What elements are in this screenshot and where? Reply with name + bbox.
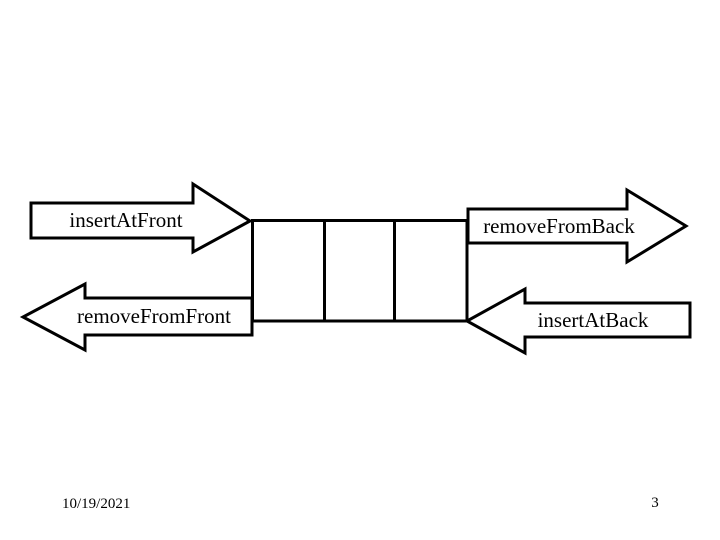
remove-from-front-arrow bbox=[19, 281, 254, 353]
insert-at-back-label: insertAtBack bbox=[538, 308, 649, 332]
insert-at-front-label: insertAtFront bbox=[69, 208, 182, 232]
insert-at-front-arrow bbox=[29, 181, 253, 255]
slide-date: 10/19/2021 bbox=[62, 496, 131, 512]
remove-from-back-label: removeFromBack bbox=[483, 214, 635, 238]
remove-from-front-label: removeFromFront bbox=[77, 304, 231, 328]
insert-at-back-arrow bbox=[463, 286, 692, 356]
deque-array-box bbox=[251, 219, 469, 323]
slide-page-number: 3 bbox=[651, 495, 659, 511]
remove-from-back-arrow bbox=[466, 187, 689, 265]
